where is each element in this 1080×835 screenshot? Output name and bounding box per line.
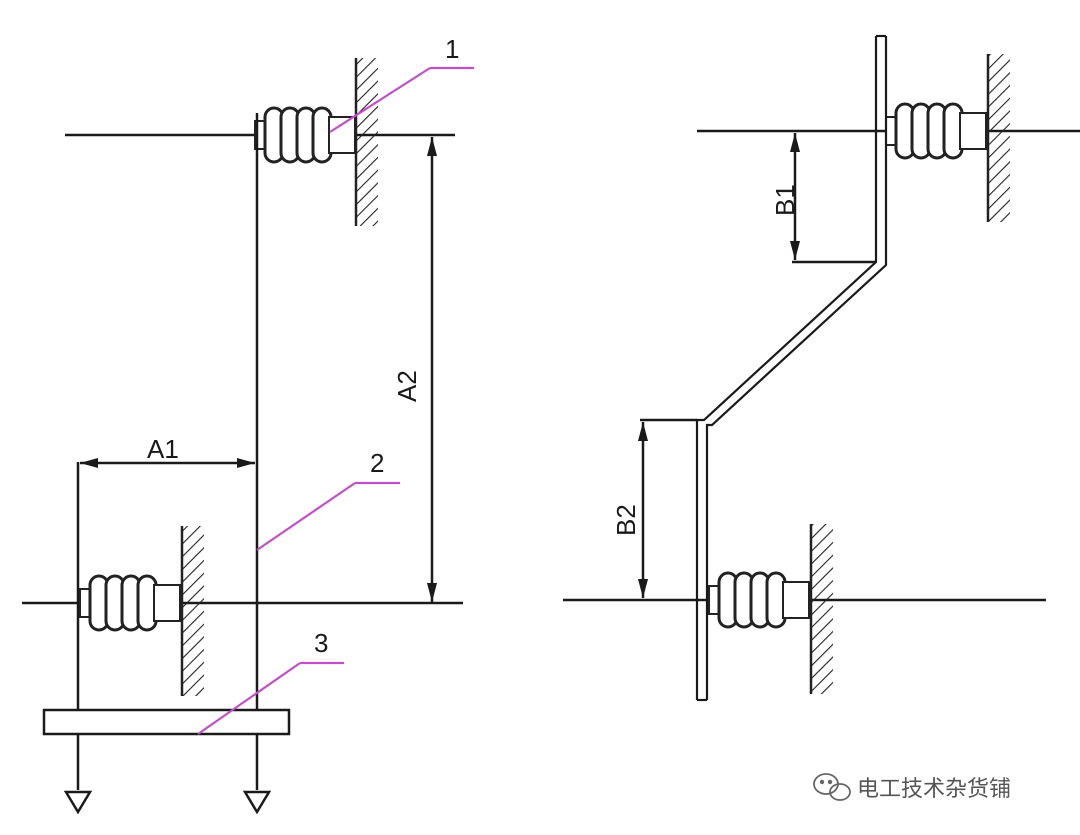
right-figure: B1 B2 — [563, 34, 1080, 702]
dimension-a2-label: A2 — [392, 370, 422, 402]
upper-insulator — [884, 102, 988, 160]
callout-1-label: 1 — [445, 34, 459, 64]
dimension-b1: B1 — [770, 133, 800, 260]
upper-wall-hatch — [354, 58, 378, 226]
callout-2-label: 2 — [370, 448, 384, 478]
dimension-b1-label: B1 — [770, 184, 800, 216]
lower-insulator — [78, 574, 182, 632]
dimension-a1: A1 — [80, 434, 255, 468]
callout-3-label: 3 — [314, 628, 328, 658]
callout-3: 3 — [197, 628, 344, 735]
lower-wall-hatch — [180, 526, 204, 696]
bent-conductor — [695, 34, 888, 702]
support-plate — [42, 708, 291, 736]
dimension-b2-label: B2 — [611, 504, 641, 536]
callout-2: 2 — [256, 448, 400, 551]
ground-arrow-icon — [63, 790, 93, 815]
ground-arrow-icon — [242, 790, 272, 815]
lower-wall-hatch — [809, 524, 833, 694]
watermark: 电工技术杂货铺 — [813, 773, 1011, 802]
upper-insulator — [253, 106, 357, 164]
dimension-a1-label: A1 — [147, 434, 179, 464]
dimension-a2: A2 — [392, 137, 437, 602]
wechat-icon — [813, 773, 851, 801]
lower-insulator — [707, 571, 811, 629]
dimension-b2: B2 — [611, 422, 648, 598]
left-figure: A1 A2 1 2 3 — [22, 34, 474, 815]
upper-wall-hatch — [986, 54, 1010, 222]
callout-1: 1 — [329, 34, 474, 133]
watermark-text: 电工技术杂货铺 — [857, 777, 1011, 802]
